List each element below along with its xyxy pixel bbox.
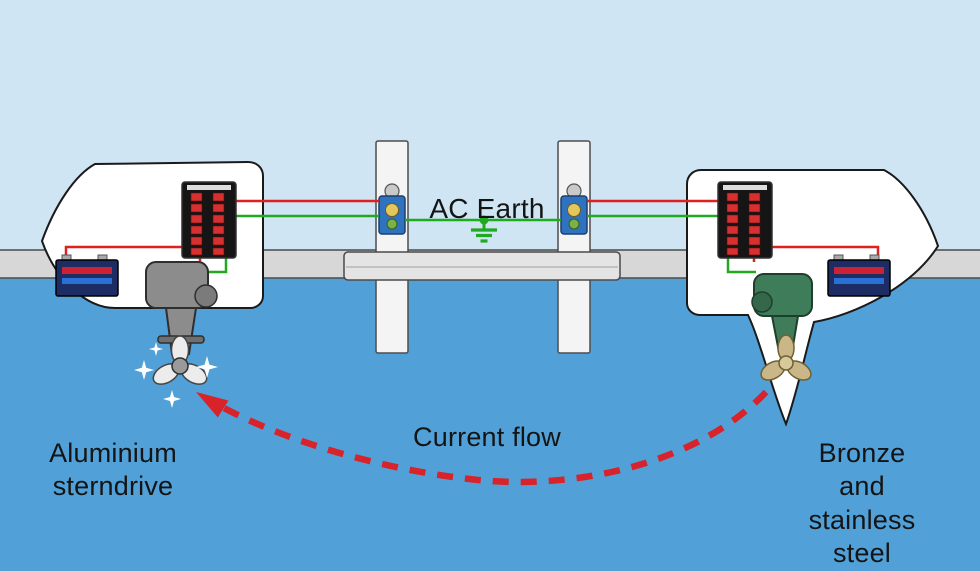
battery-right — [827, 254, 891, 297]
bonding-wire-left — [206, 258, 228, 274]
arrowhead-icon — [196, 392, 229, 418]
dock-slab — [343, 251, 621, 281]
earth-ground-icon — [471, 215, 497, 243]
outlet-socket-icon — [386, 218, 398, 230]
outlet-socket-icon — [567, 203, 581, 217]
bonding-wire-right — [726, 258, 756, 274]
water-background — [0, 276, 980, 571]
breaker-panel-left — [181, 181, 237, 259]
aluminium-sterndrive-label: Aluminium sterndrive — [49, 438, 177, 502]
sterndrive-right — [751, 273, 813, 353]
battery-left — [55, 254, 119, 297]
dock-piling-left — [375, 140, 409, 354]
current-flow-label: Current flow — [413, 422, 561, 452]
shore-power-pedestal-right — [560, 183, 588, 235]
bronze-stainless-label: Bronze and stainless steel — [808, 438, 916, 569]
outlet-socket-icon — [568, 218, 580, 230]
propeller-right — [760, 334, 812, 381]
breaker-panel-right — [717, 181, 773, 259]
propeller-left — [152, 335, 208, 385]
dock-piling-right — [557, 140, 591, 354]
current-flow-arrow — [196, 389, 769, 486]
corrosion-sparkles — [134, 342, 218, 408]
ac-earth-label: AC Earth — [429, 193, 545, 224]
outlet-socket-icon — [385, 203, 399, 217]
